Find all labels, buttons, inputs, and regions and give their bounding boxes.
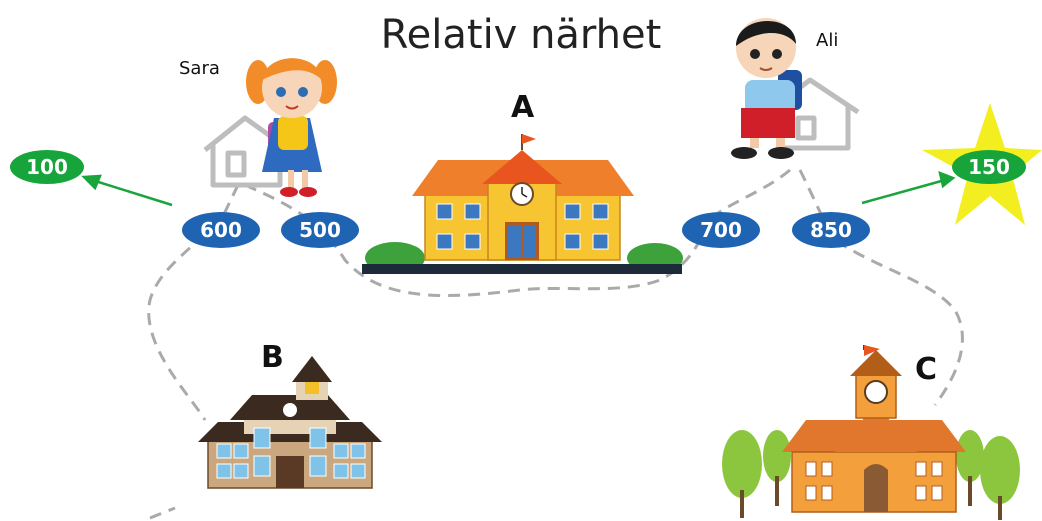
- ali-boy-icon: [731, 18, 802, 159]
- distance-ali-c: 850: [792, 212, 870, 248]
- bonus-sara: 100: [10, 150, 84, 184]
- page-title: Relativ närhet: [380, 12, 662, 58]
- ali-label: Ali: [816, 30, 839, 51]
- path-b-down: [149, 506, 176, 520]
- sara-label: Sara: [179, 58, 220, 79]
- school-b-icon: [198, 356, 382, 489]
- distance-sara-a: 500: [281, 212, 359, 248]
- school-b-label: B: [261, 340, 284, 375]
- school-c-icon: [722, 345, 1020, 520]
- school-c-label: C: [915, 352, 938, 387]
- sara-girl-icon: [246, 58, 337, 197]
- school-a-icon: [362, 134, 683, 274]
- distance-sara-b: 600: [182, 212, 260, 248]
- distance-ali-a: 700: [682, 212, 760, 248]
- bonus-arrows: [81, 170, 956, 207]
- bonus-ali: 150: [952, 150, 1026, 184]
- path-ali-to-c: [798, 169, 964, 406]
- school-a-label: A: [511, 90, 535, 125]
